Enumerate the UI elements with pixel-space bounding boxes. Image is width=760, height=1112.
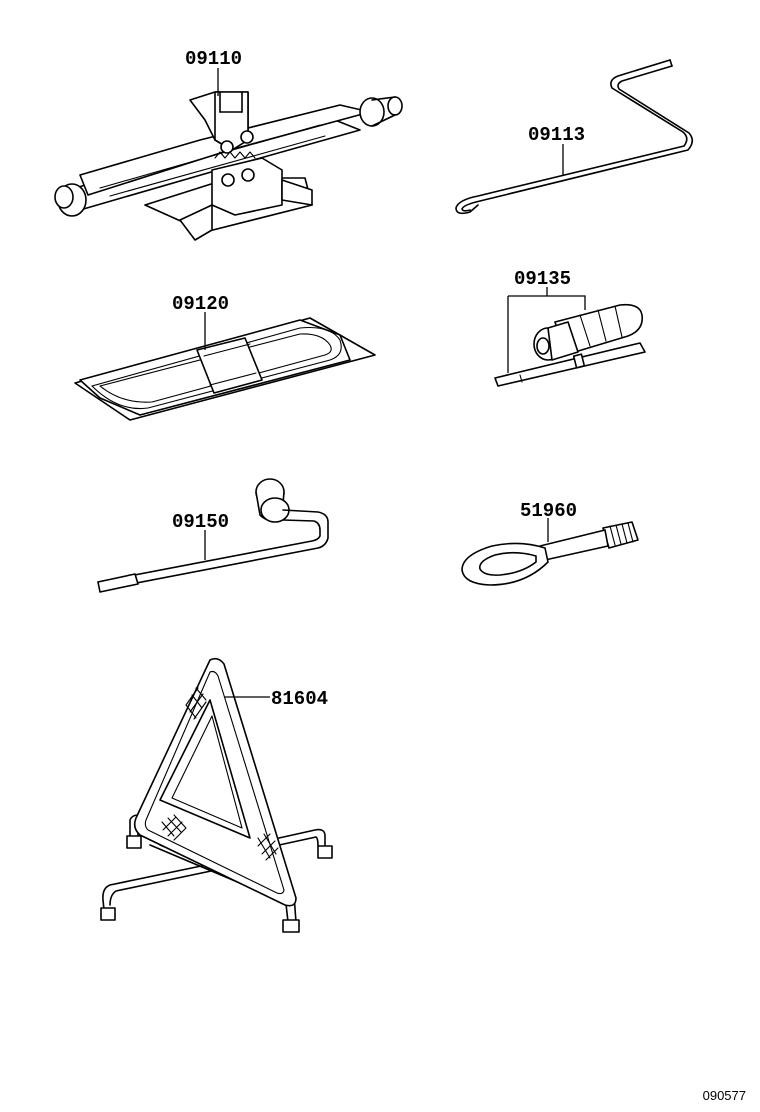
towing-eye-illustration (461, 521, 639, 586)
screwdriver-illustration (494, 303, 646, 387)
part-label-jack: 09110 (185, 48, 242, 70)
warning-triangle-illustration (100, 657, 333, 933)
jack-handle-illustration (455, 59, 694, 215)
part-label-tool-bag: 09120 (172, 293, 229, 315)
tool-bag-illustration (74, 317, 376, 421)
diagram-reference-number: 090577 (703, 1088, 746, 1103)
part-label-jack-handle: 09113 (528, 124, 585, 146)
part-label-screwdriver: 09135 (514, 268, 571, 290)
jack-illustration (54, 91, 403, 241)
part-label-towing-eye: 51960 (520, 500, 577, 522)
part-label-warning-triangle: 81604 (271, 688, 328, 710)
part-label-wheel-wrench: 09150 (172, 511, 229, 533)
wheel-wrench-illustration (97, 478, 329, 593)
